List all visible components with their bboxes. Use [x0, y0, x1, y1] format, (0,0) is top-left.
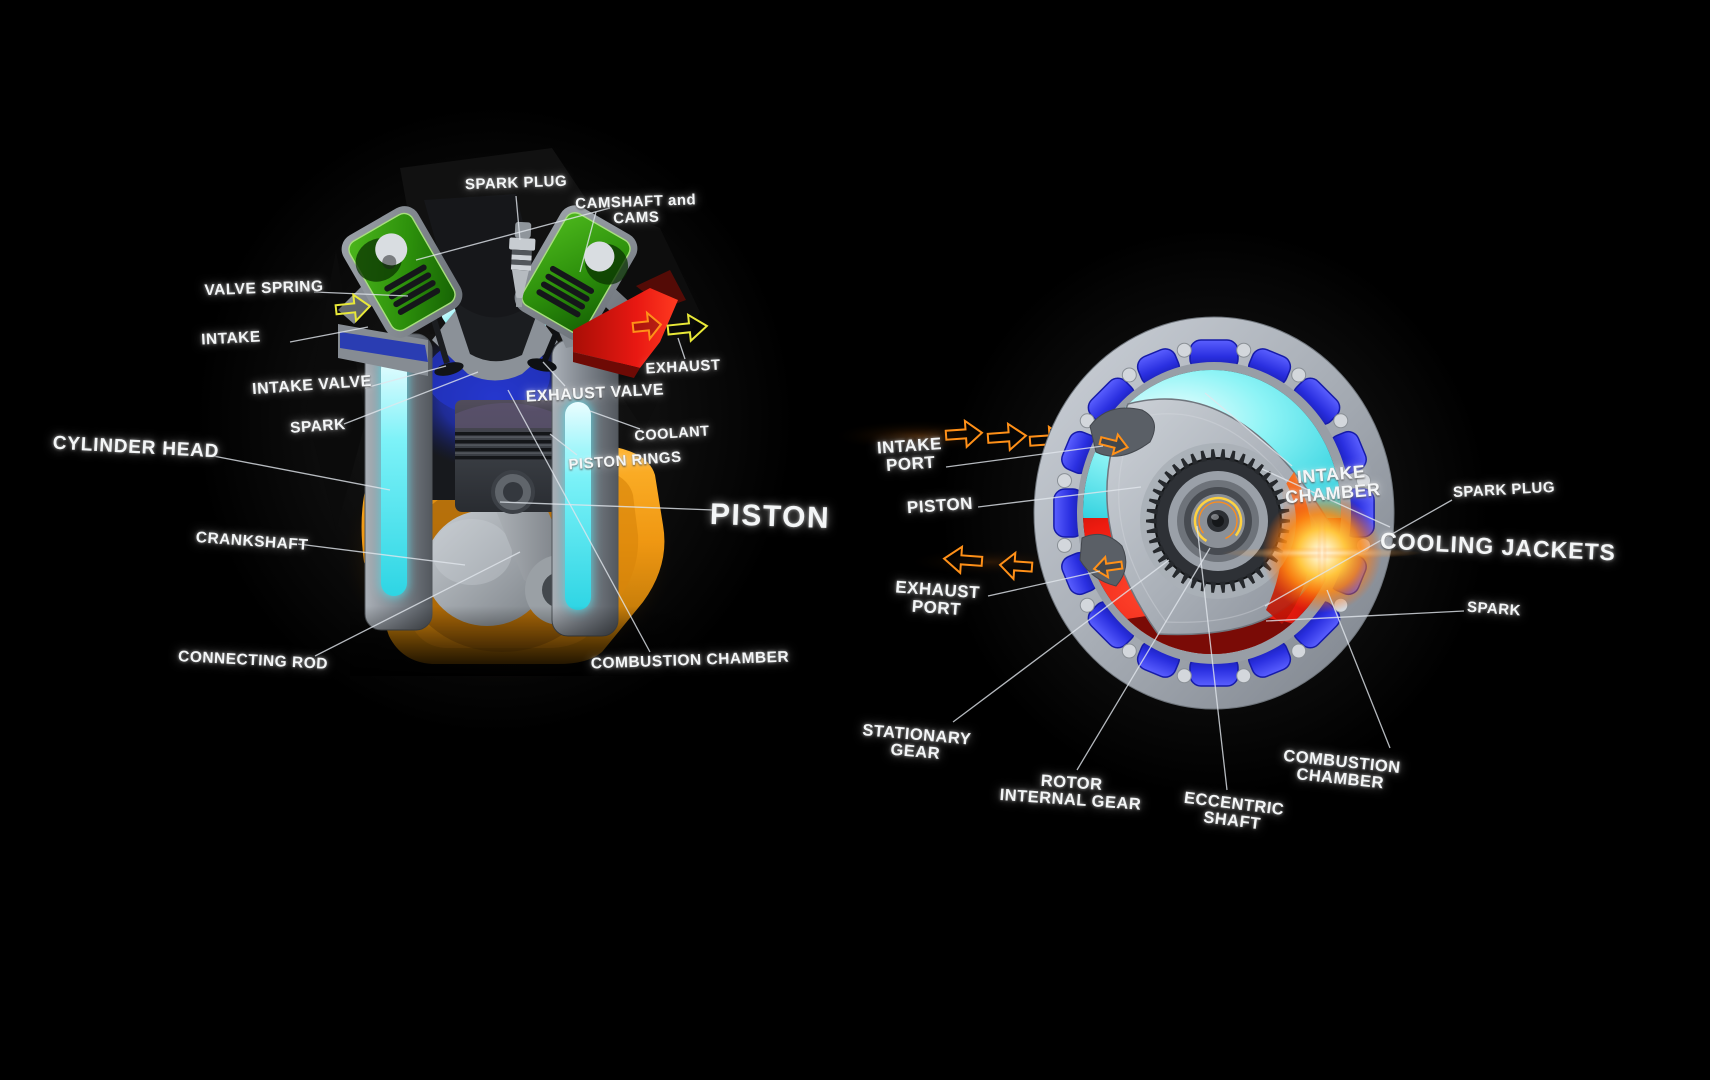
spark-plug-shape: [509, 221, 536, 308]
housing-bolt: [1356, 473, 1372, 489]
leader-spark-plug-rotary: [1264, 499, 1453, 607]
leader-coolant: [589, 410, 641, 430]
housing-bolt: [1056, 473, 1072, 489]
housing-bolt: [1176, 668, 1192, 684]
housing-bolt: [1291, 367, 1307, 383]
exhaust-flow-arrow: [998, 550, 1034, 582]
intake-flow-arrow: [986, 421, 1028, 452]
housing-bolt: [1291, 643, 1307, 659]
leader-exhaust-valve: [542, 361, 566, 387]
camshaft-left: [375, 233, 408, 266]
exhaust-flow-arrow: [1092, 554, 1124, 580]
leader-cooling-jackets: [1261, 468, 1391, 528]
left-engine-flow-arrows: [334, 292, 709, 343]
valve-spring-left: [384, 264, 441, 315]
cam-cover-right: [514, 205, 638, 341]
intake-tract-dark: [424, 194, 542, 362]
leader-intake-port: [945, 445, 1104, 468]
label-piston: PISTON: [709, 497, 831, 536]
piston-engine-illustration: [195, 105, 795, 735]
leader-camshaft-left: [415, 207, 611, 261]
housing-bolt: [1079, 597, 1095, 613]
exhaust-flow-arrow: [666, 312, 709, 343]
leader-stationary-gear: [952, 559, 1170, 723]
leader-spark: [343, 371, 479, 425]
valve-spring-right: [536, 265, 595, 318]
rotor-intake-pocket: [1089, 407, 1155, 457]
leader-spark-rotary: [1265, 610, 1465, 622]
label-intake-port: INTAKE PORT: [876, 434, 943, 475]
intake-flow-arrow: [1098, 432, 1130, 456]
leader-rotary-piston: [977, 486, 1142, 508]
leader-cylinder-head: [207, 454, 391, 491]
leader-intake: [289, 326, 369, 343]
leader-combustion-chamber-rotary: [1326, 589, 1391, 749]
leader-exhaust: [677, 337, 686, 360]
leader-combustion-chamber: [507, 389, 651, 653]
cam-cover-left: [341, 206, 463, 338]
label-camshaft-cams: CAMSHAFT and CAMS: [574, 191, 697, 227]
spark-flare: [1222, 493, 1422, 613]
leader-intake-chamber: [1204, 392, 1293, 467]
leader-camshaft-right: [579, 211, 597, 273]
label-exhaust-port: EXHAUST PORT: [894, 577, 981, 619]
exhaust-passage: [573, 270, 686, 378]
label-intake: INTAKE: [200, 328, 262, 349]
rotation-arrow: [1193, 496, 1243, 546]
intake-flow-arrow: [944, 418, 984, 450]
intake-runner: [340, 332, 428, 362]
rotor-pocket-arrows: [1092, 432, 1130, 580]
leader-crankshaft: [297, 543, 466, 566]
leader-connecting-rod: [314, 551, 521, 657]
housing-bolt: [1333, 413, 1349, 429]
piston-shape: [455, 400, 557, 514]
housing-bolt: [1236, 342, 1252, 358]
housing-bolt: [1121, 367, 1137, 383]
exhaust-flow-arrow: [942, 544, 984, 575]
label-intake-chamber: INTAKE CHAMBER: [1284, 461, 1382, 508]
leader-exhaust-port: [987, 570, 1101, 597]
leader-piston: [499, 501, 715, 511]
exhaust-flow-arrow: [631, 310, 663, 342]
leader-valve-spring: [313, 291, 409, 297]
leader-lines: [207, 195, 1465, 791]
flow-arrows: [942, 418, 1068, 582]
leader-piston-rings: [549, 433, 578, 456]
camshaft-right: [584, 241, 615, 272]
housing-bolt: [1121, 643, 1137, 659]
housing-bolt: [1056, 537, 1072, 553]
leader-rotor-internal-gear: [1076, 547, 1211, 771]
intake-flow-arrow: [334, 292, 372, 324]
leader-intake-valve: [364, 365, 447, 389]
intake-valve-head: [434, 362, 464, 376]
housing-bolt: [1176, 342, 1192, 358]
leader-eccentric-shaft: [1196, 525, 1228, 791]
housing-bolt: [1236, 668, 1252, 684]
label-spark-plug: SPARK PLUG: [464, 172, 568, 194]
